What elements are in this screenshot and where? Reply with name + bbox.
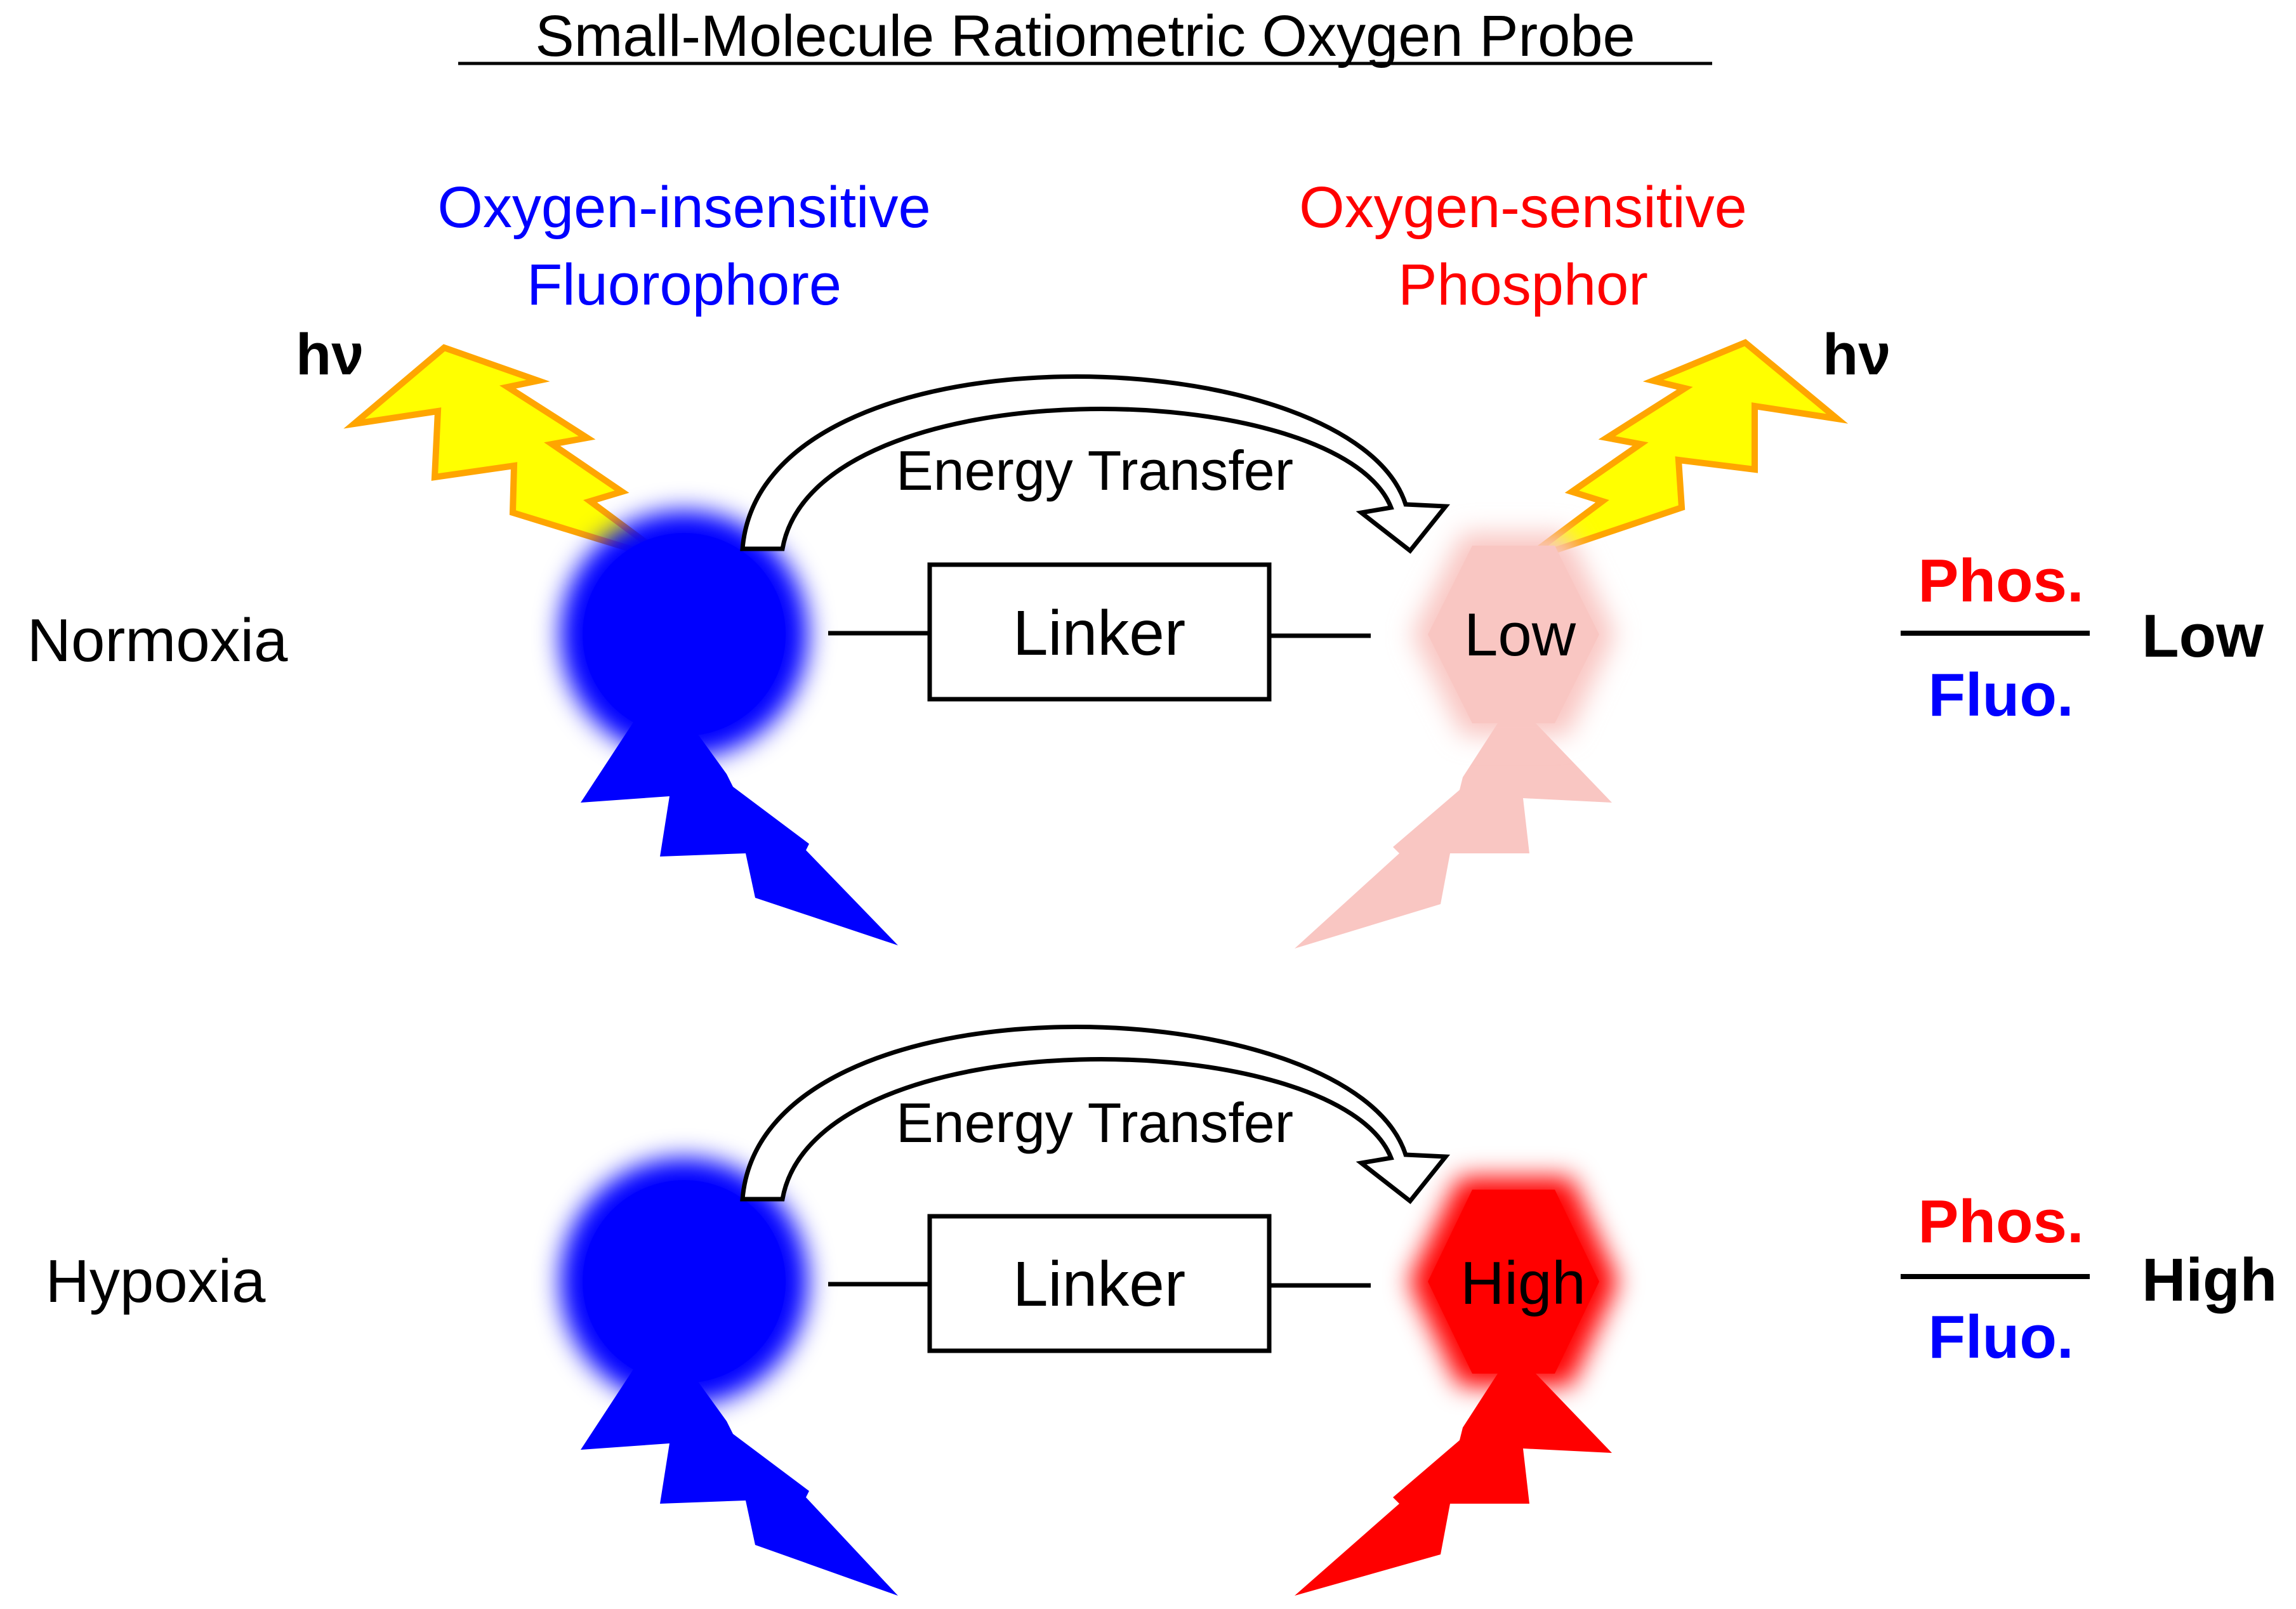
linker-box-normoxia — [927, 562, 1272, 702]
phosphor-state-hypoxia: High — [1460, 1249, 1585, 1317]
fluorophore-heading-line2: Fluorophore — [527, 253, 841, 317]
ratio-numerator-hypoxia: Phos. — [1918, 1188, 2083, 1256]
normoxia-panel: Normoxia Linker Low Energy Transfer Phos… — [27, 374, 2264, 949]
fluorophore-emission-bolt-normoxia — [581, 711, 898, 945]
phosphor-emission-bolt-hypoxia — [1295, 1374, 1612, 1596]
energy-transfer-label-hypoxia: Energy Transfer — [896, 1091, 1293, 1154]
diagram-title: Small-Molecule Ratiometric Oxygen Probe — [535, 4, 1635, 69]
ratio-numerator-normoxia: Phos. — [1918, 547, 2083, 615]
phosphor-emission-bolt-normoxia — [1295, 723, 1612, 949]
phosphor-hexagon-normoxia — [1428, 546, 1599, 723]
condition-label-hypoxia: Hypoxia — [46, 1247, 266, 1315]
energy-transfer-arrow-normoxia — [740, 374, 1451, 554]
ratio-result-normoxia: Low — [2142, 602, 2264, 670]
hypoxia-panel: Hypoxia Linker High Energy Transfer Phos… — [46, 1025, 2277, 1596]
linker-label-normoxia: Linker — [1013, 598, 1185, 669]
fluorophore-circle-hypoxia — [583, 1180, 786, 1383]
excitation-label-right: hν — [1823, 322, 1890, 387]
phosphor-hexagon-hypoxia — [1428, 1190, 1599, 1374]
phosphor-heading: Oxygen-sensitive Phosphor — [1299, 175, 1747, 317]
phosphor-state-normoxia: Low — [1464, 601, 1576, 669]
fluorophore-heading-line1: Oxygen-insensitive — [437, 175, 930, 240]
fluorophore-emission-bolt-hypoxia — [581, 1358, 898, 1596]
ratio-result-hypoxia: High — [2142, 1246, 2277, 1314]
ratio-denominator-normoxia: Fluo. — [1928, 661, 2073, 729]
phosphor-heading-line2: Phosphor — [1398, 253, 1648, 317]
condition-label-normoxia: Normoxia — [27, 607, 288, 674]
excitation-label-left: hν — [296, 322, 364, 387]
excitation-bolt-right — [1520, 339, 1849, 565]
fluorophore-heading: Oxygen-insensitive Fluorophore — [437, 175, 930, 317]
energy-transfer-label-normoxia: Energy Transfer — [896, 439, 1293, 502]
ratio-denominator-hypoxia: Fluo. — [1928, 1303, 2073, 1371]
energy-transfer-arrow-hypoxia — [740, 1025, 1451, 1204]
linker-label-hypoxia: Linker — [1013, 1249, 1185, 1320]
phosphor-heading-line1: Oxygen-sensitive — [1299, 175, 1747, 240]
fluorophore-circle-normoxia — [583, 533, 786, 736]
